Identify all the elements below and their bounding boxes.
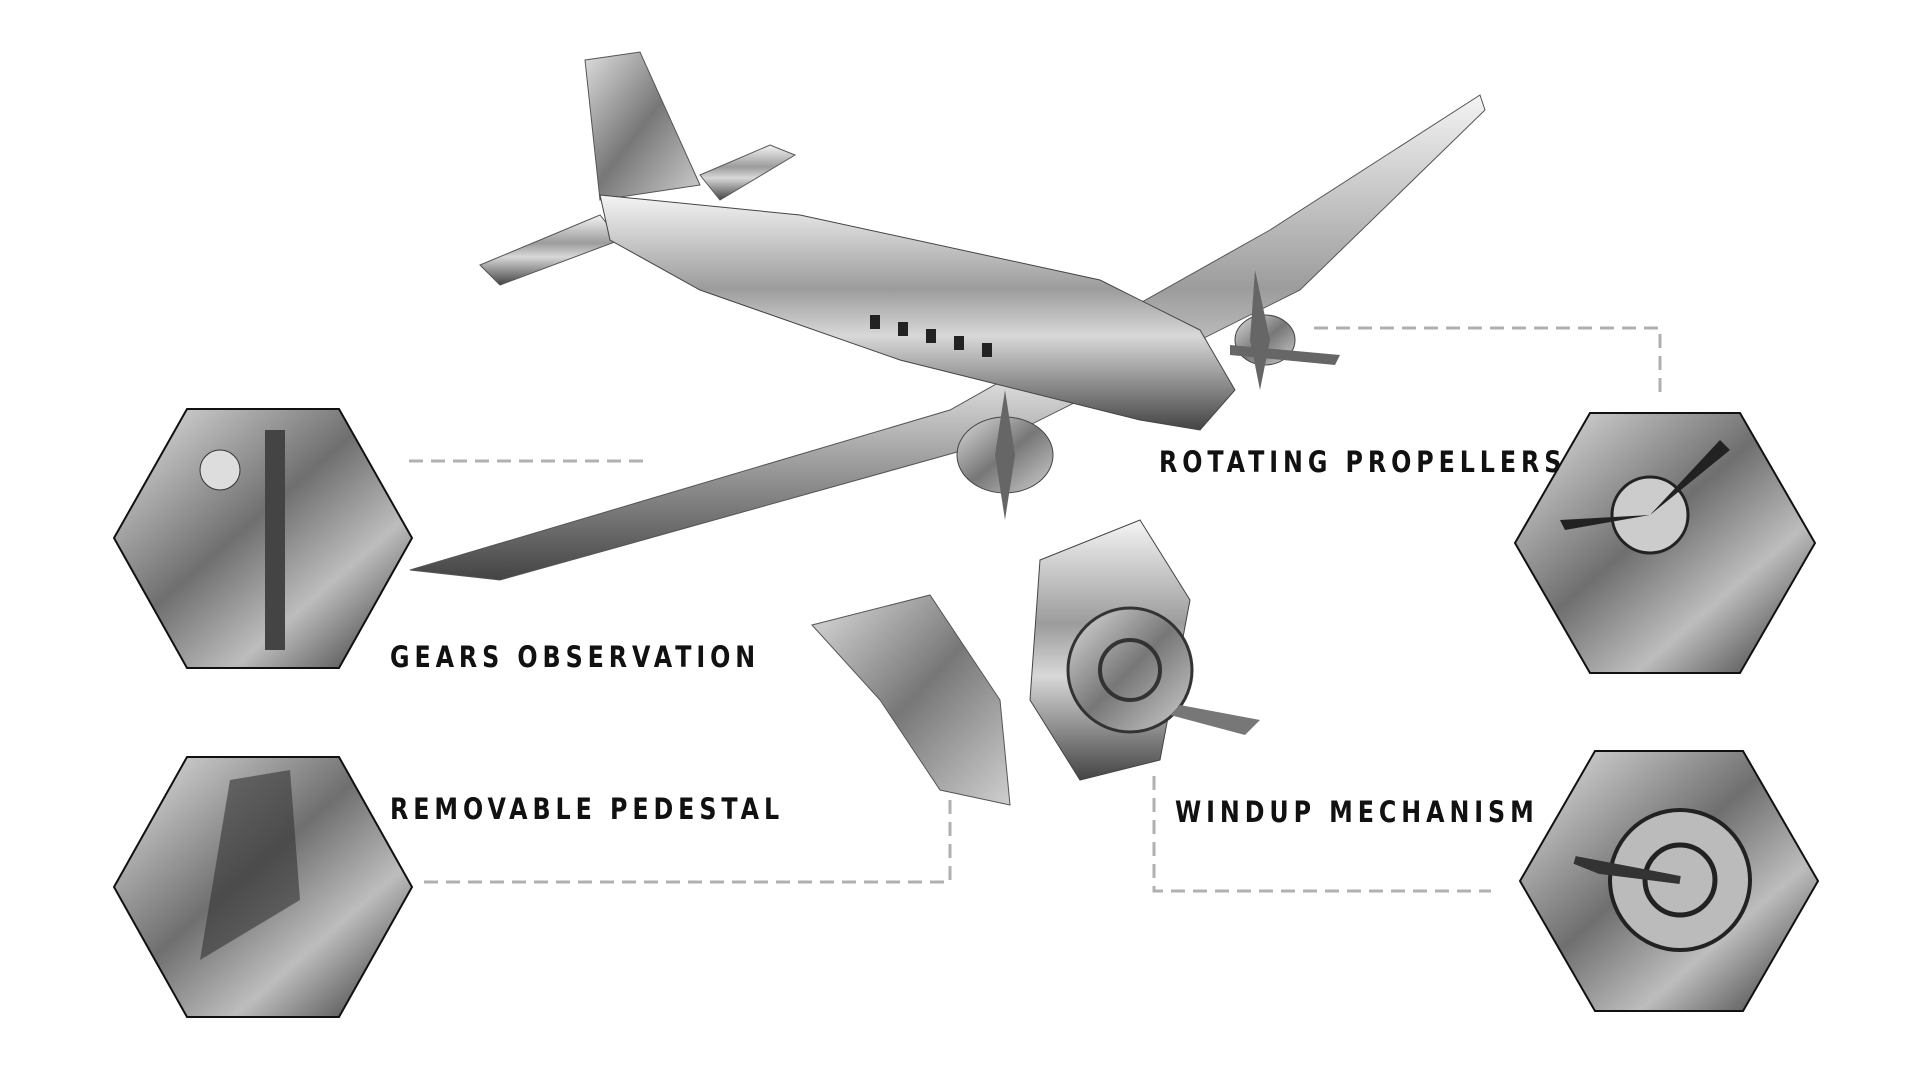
connector-propellers xyxy=(1314,326,1662,396)
gears-closeup-hexagon xyxy=(112,408,414,669)
feature-label-gears-observation: GEARS OBSERVATION xyxy=(390,640,761,674)
pedestal-closeup-hexagon xyxy=(112,756,414,1018)
feature-label-rotating-propellers: ROTATING PROPELLERS xyxy=(1159,445,1567,479)
airplane-model-image xyxy=(409,51,1486,806)
connector-pedestal xyxy=(424,763,952,884)
windup-closeup-hexagon xyxy=(1518,750,1820,1012)
propeller-closeup-hexagon xyxy=(1513,412,1817,674)
connector-windup xyxy=(1152,776,1491,893)
feature-label-windup-mechanism: WINDUP MECHANISM xyxy=(1175,795,1539,829)
feature-label-removable-pedestal: REMOVABLE PEDESTAL xyxy=(390,792,785,826)
